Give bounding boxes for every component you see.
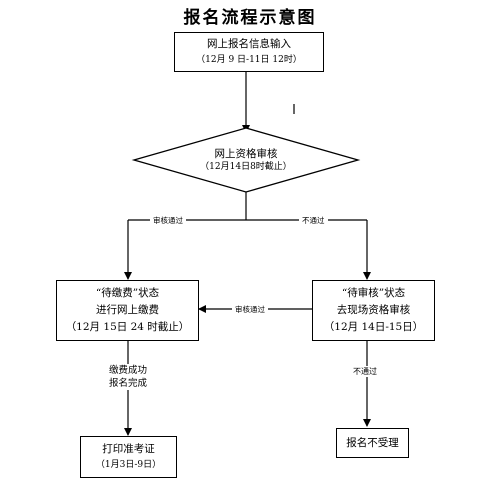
label-not-passed-right: 不通过 bbox=[299, 215, 328, 226]
node-print-ticket-line2: （1月3日-9日） bbox=[95, 460, 162, 470]
node-online-register-line2: （12月 9 日-11日 12时） bbox=[196, 55, 302, 65]
label-payment-done-line2: 报名完成 bbox=[108, 378, 147, 389]
node-pending-review-line3: （12月 14日-15日） bbox=[323, 321, 424, 333]
node-online-register-line1: 网上报名信息输入 bbox=[207, 38, 291, 50]
page-title: 报名流程示意图 bbox=[183, 8, 317, 28]
node-pending-payment-line1: “待缴费”状态 bbox=[95, 287, 160, 299]
label-not-passed-down: 不通过 bbox=[350, 366, 380, 377]
node-qualification-review-line1: 网上资格审核 bbox=[214, 148, 278, 160]
label-onsite-passed: 审核通过 bbox=[232, 304, 268, 315]
label-payment-done: 缴费成功 报名完成 bbox=[98, 364, 158, 390]
node-online-register: 网上报名信息输入 （12月 9 日-11日 12时） bbox=[174, 32, 324, 72]
node-pending-payment-line3: （12月 15日 24 时截止） bbox=[65, 321, 190, 333]
node-rejected-label: 报名不受理 bbox=[346, 436, 399, 449]
label-payment-done-line1: 缴费成功 bbox=[108, 365, 147, 376]
node-print-ticket-line1: 打印准考证 bbox=[102, 443, 155, 455]
node-pending-review: “待审核”状态 去现场资格审核 （12月 14日-15日） bbox=[312, 280, 435, 341]
node-qualification-review-line2: （12月14日8时截止） bbox=[200, 162, 292, 172]
node-pending-payment: “待缴费”状态 进行网上缴费 （12月 15日 24 时截止） bbox=[56, 280, 199, 341]
node-pending-payment-line2: 进行网上缴费 bbox=[96, 304, 159, 316]
node-pending-review-line2: 去现场资格审核 bbox=[336, 304, 411, 316]
label-review-passed: 审核通过 bbox=[150, 215, 186, 226]
node-qualification-review: 网上资格审核 （12月14日8时截止） bbox=[176, 147, 316, 174]
node-rejected: 报名不受理 bbox=[336, 428, 409, 458]
node-pending-review-line1: “待审核”状态 bbox=[341, 287, 406, 299]
node-print-ticket: 打印准考证 （1月3日-9日） bbox=[80, 436, 177, 478]
